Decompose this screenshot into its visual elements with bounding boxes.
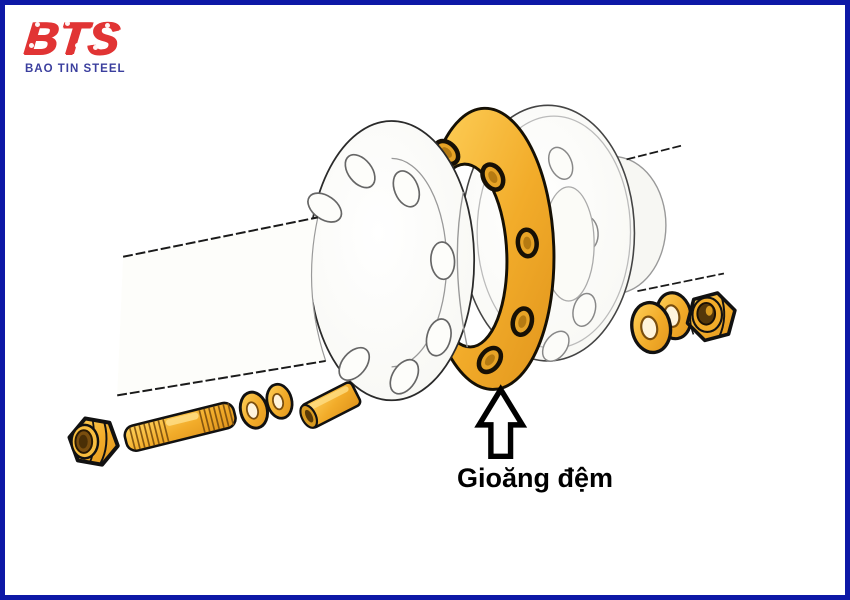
spacer-sleeve: [299, 381, 362, 429]
flange-joint-illustration: [67, 104, 737, 467]
logo-rivet-dot: [65, 21, 70, 26]
gasket-label: Gioăng đệm: [456, 463, 613, 493]
gasket: [422, 106, 556, 391]
stud-bolt: [123, 401, 237, 453]
washer: [238, 390, 269, 430]
logo-rivet-dot: [75, 43, 80, 48]
bts-logo: BTS BAO TIN STEEL: [22, 12, 185, 75]
left-flange-bolt-holes: [307, 153, 456, 395]
logo-rivet-dot: [105, 23, 110, 28]
logo-rivet-dot: [29, 43, 34, 48]
gasket-callout-arrow: [474, 384, 528, 460]
washer-pair-left: [238, 382, 294, 430]
washer: [630, 300, 673, 355]
washer-pair-right: [630, 291, 693, 355]
left-pipe: [117, 216, 327, 397]
logo-rivet-dot: [93, 45, 98, 50]
hex-nut-right: [685, 291, 737, 343]
logo-rivet-dot: [35, 22, 40, 27]
washer: [265, 382, 294, 420]
left-flange-raised-face-edge: [456, 191, 468, 348]
right-pipe: [626, 144, 725, 293]
hex-nut-left: [67, 416, 120, 467]
logo-subtitle: BAO TIN STEEL: [25, 63, 126, 75]
left-flange: [307, 120, 476, 402]
